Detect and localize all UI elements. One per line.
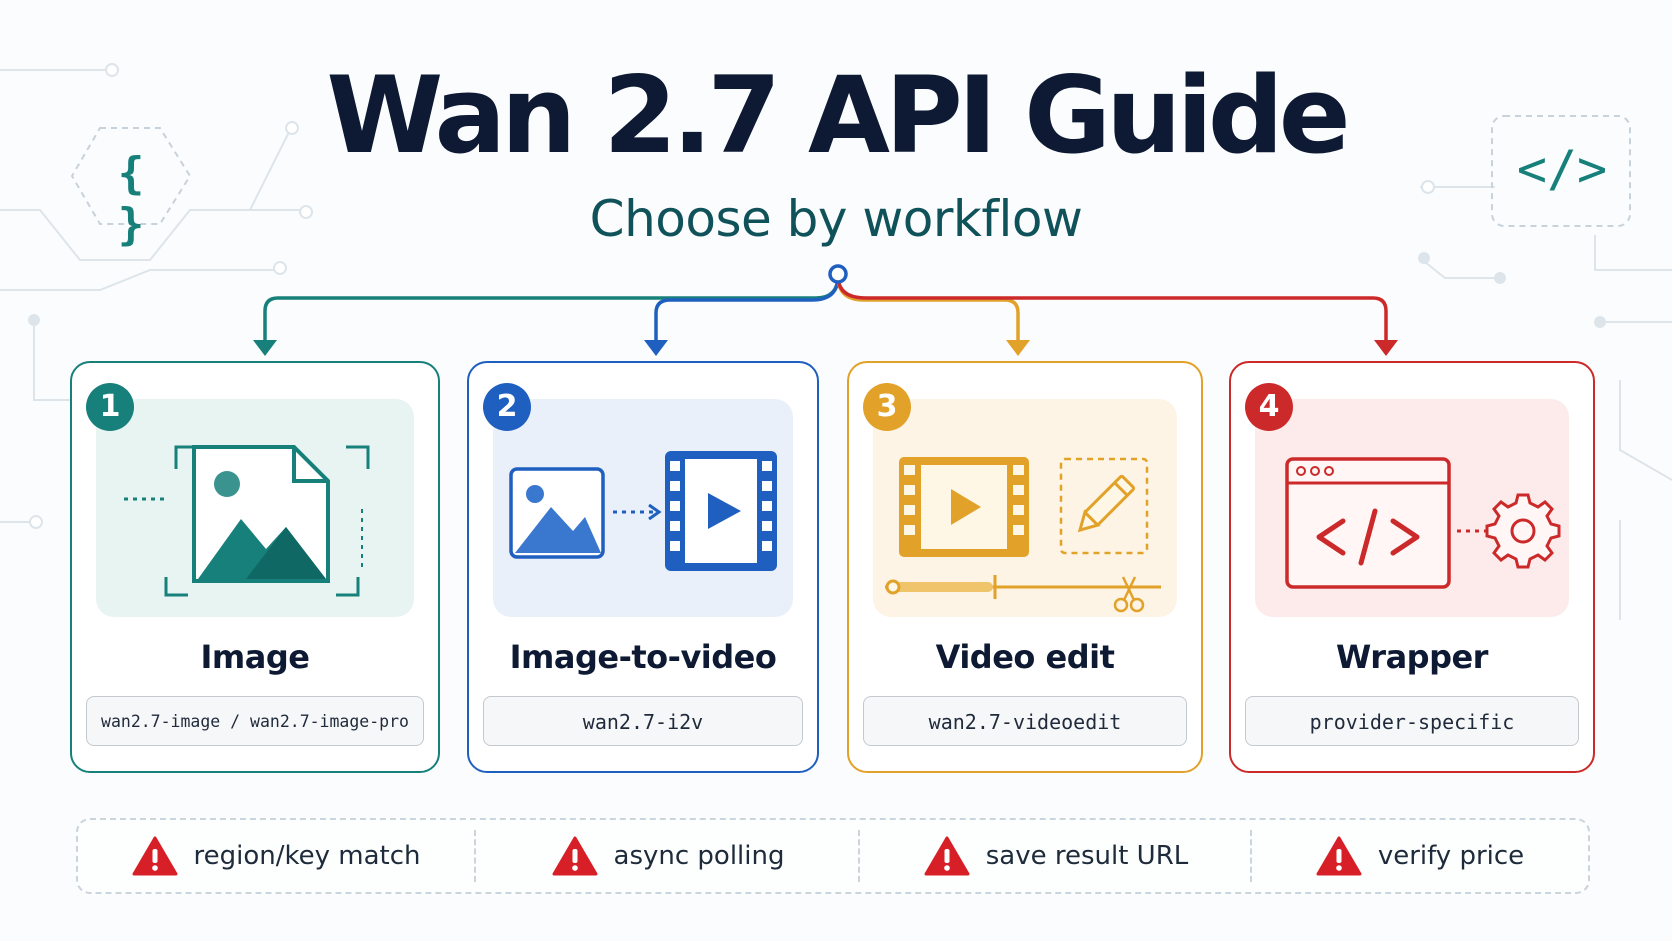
connector-image [263, 275, 840, 345]
warning-item: async polling [476, 820, 860, 892]
scissors-icon [1113, 576, 1145, 613]
divider [1250, 830, 1252, 882]
video-edit-illustration [873, 399, 1177, 617]
warning-icon [924, 836, 970, 876]
card-wrapper[interactable]: 4 Wrapper provider-specific [1229, 361, 1595, 773]
warnings-bar: region/key match async polling save resu… [76, 818, 1590, 894]
connector-i2v [654, 275, 840, 345]
card-image-to-video[interactable]: 2 Image-to-video wan2.7-i2v [467, 361, 819, 773]
warning-text: save result URL [985, 841, 1189, 871]
warning-text: async polling [613, 841, 785, 871]
card-title: Wrapper [1336, 638, 1488, 676]
step-badge: 3 [863, 383, 911, 431]
image-illustration [96, 399, 414, 617]
code-window-icon [1285, 457, 1451, 589]
warning-icon [552, 836, 598, 876]
model-id-field[interactable]: wan2.7-videoedit [863, 696, 1187, 746]
card-image[interactable]: 1 Image wan2.7-image / wan2.7-image-pro [70, 361, 440, 773]
hexagon-frame [70, 127, 192, 225]
divider [858, 830, 860, 882]
wrapper-illustration [1255, 399, 1569, 617]
divider [474, 830, 476, 882]
card-video-edit[interactable]: 3 Video edit wan2.7-videoedit [847, 361, 1203, 773]
step-badge: 1 [86, 383, 134, 431]
card-title: Image-to-video [509, 638, 777, 676]
model-id-field[interactable]: wan2.7-image / wan2.7-image-pro [86, 696, 424, 746]
connector-videoedit [836, 275, 1020, 345]
warning-text: region/key match [193, 841, 421, 871]
step-badge: 4 [1245, 383, 1293, 431]
connector-origin [828, 264, 848, 284]
image-to-video-illustration [493, 399, 793, 617]
connector-wrapper [836, 275, 1388, 345]
page-subtitle: Choose by workflow [589, 190, 1083, 248]
warning-item: region/key match [78, 820, 474, 892]
page-title: Wan 2.7 API Guide [326, 54, 1350, 177]
step-badge: 2 [483, 383, 531, 431]
curly-braces-icon: { } [117, 148, 145, 250]
code-box-frame [1491, 115, 1631, 227]
card-title: Video edit [935, 638, 1115, 676]
warning-icon [1316, 836, 1362, 876]
pencil-icon [1077, 474, 1136, 533]
warning-icon [132, 836, 177, 876]
warning-text: verify price [1377, 841, 1525, 871]
gear-icon [1485, 493, 1561, 569]
film-icon [899, 457, 1029, 557]
warning-item: verify price [1252, 820, 1588, 892]
film-icon [665, 451, 777, 571]
code-tag-icon: </> [1516, 140, 1608, 198]
model-id-field[interactable]: wan2.7-i2v [483, 696, 803, 746]
card-title: Image [200, 638, 310, 676]
model-id-field[interactable]: provider-specific [1245, 696, 1579, 746]
warning-item: save result URL [860, 820, 1252, 892]
